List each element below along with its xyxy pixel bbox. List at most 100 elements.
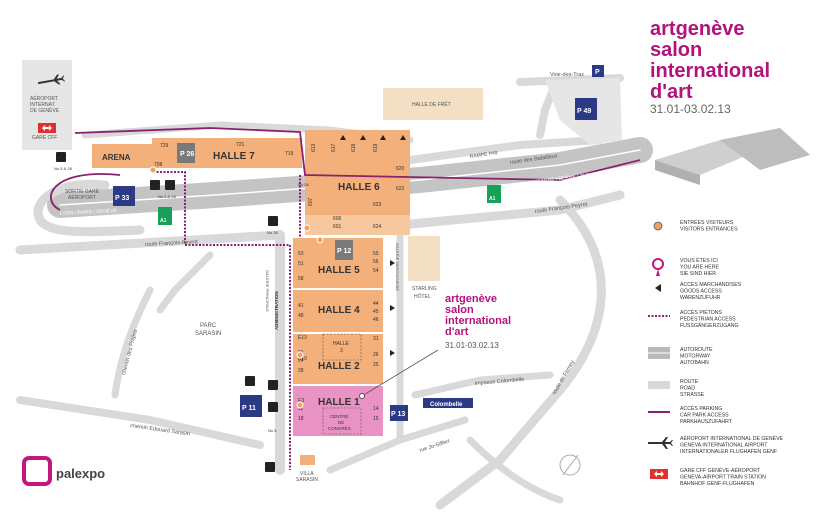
callout-line-2: salon — [445, 304, 474, 316]
bus-labels: No 5 & 28 No 5 & 28 No 28 No 28 No 5 — [54, 166, 309, 433]
goods-access-triangle-icon — [655, 284, 661, 292]
entrance-dot-icon — [303, 224, 311, 232]
legend-text: ROUTE — [680, 379, 699, 385]
entry-number: 729 — [160, 143, 169, 149]
parc-label-1: PARC — [200, 323, 217, 329]
legend-text: INTERNATIONALER FLUGHAFEN GENF — [680, 449, 777, 455]
entry-number: 31 — [373, 336, 379, 342]
halle-4-label: HALLE 4 — [318, 305, 360, 316]
entry-number: 620 — [396, 166, 405, 172]
p26-label: P 26 — [180, 151, 194, 158]
p13-label: P 13 — [391, 411, 405, 418]
legend-text: ENTRÉES VISITEURS — [680, 219, 734, 226]
callout-pointer-line — [361, 349, 439, 397]
sbb-train-icon — [42, 125, 52, 131]
parking-access-loop — [50, 173, 121, 211]
parc-label-2: SARASIN — [195, 331, 221, 337]
entry-number: E3 — [298, 398, 304, 404]
entry-number: 624 — [373, 224, 382, 230]
entry-number: 25 — [373, 362, 379, 368]
airport-label-3: DE GENÈVE — [30, 107, 60, 114]
halle-6-label: HALLE 6 — [338, 182, 380, 193]
airplane-icon — [648, 437, 673, 449]
motorway-swatch-icon — [648, 347, 670, 359]
a1-sign-left — [158, 207, 172, 225]
callout-line-3: international — [445, 315, 511, 327]
callout-dates: 31.01-03.02.13 — [445, 341, 499, 350]
title-line-1: artgenève — [650, 18, 745, 40]
halle-1-label: HALLE 1 — [318, 397, 360, 408]
road-sarasin — [16, 396, 264, 449]
legend-text: STRASSE — [680, 392, 705, 398]
legend-text: VISITORS ENTRANCES — [680, 227, 738, 233]
p12-label: P 12 — [337, 248, 351, 255]
colombelle-label: Colombelle — [430, 402, 463, 408]
impasse-label: impasse Colombelle — [475, 377, 525, 387]
halle-2-label: HALLE 2 — [318, 361, 360, 372]
starling-label-2: HÔTEL — [414, 293, 431, 300]
entry-number: 55 — [373, 251, 379, 257]
exhibition-halls — [92, 130, 410, 436]
entry-number: 44 — [373, 301, 379, 307]
legend-text: GARE CFF GENÈVE-AÉROPORT — [680, 467, 761, 474]
entry-number: 54 — [373, 268, 379, 274]
halle-6-block — [305, 130, 410, 215]
entry-number: 721 — [236, 142, 245, 148]
legend-text: PARKHAUSZUFAHRT — [680, 419, 733, 425]
legend-text: GOODS ACCESS — [680, 289, 722, 295]
a1-label-right: A1 — [489, 196, 496, 202]
centre-label-2: DE — [338, 420, 344, 425]
car-icon — [265, 462, 275, 472]
bus-label: No 5 — [268, 428, 277, 433]
title-line-4: d'art — [650, 81, 693, 103]
minimap-congres — [720, 128, 810, 170]
entry-number: 601 — [333, 224, 342, 230]
taxi-icon — [268, 380, 278, 390]
entry-number: 708 — [154, 162, 163, 168]
galerie-marchandise-label: GALERIE MARCHANDISE — [395, 243, 400, 291]
legend-text: VOUS ÊTES ICI — [680, 256, 718, 264]
entry-number: 46 — [373, 317, 379, 323]
goods-access-triangle-icon — [380, 135, 386, 140]
entry-number: 15 — [373, 416, 379, 422]
administration-label: ADMINISTRATION — [274, 291, 279, 330]
goods-access-triangle-icon — [390, 305, 395, 311]
road-batailleux — [406, 136, 604, 164]
sbb-train-icon — [650, 469, 668, 479]
you-are-here-pin-icon — [652, 258, 664, 276]
entry-number: 623 — [373, 202, 382, 208]
halle-3-label-1: HALLE — [333, 341, 350, 347]
map-icons — [38, 74, 581, 476]
villa-label-1: VILLA — [300, 471, 314, 477]
callout-line-1: artgenève — [445, 293, 497, 305]
a1-label-left: A1 — [160, 218, 167, 224]
centre-de-congres-box — [322, 407, 362, 435]
p12-sign — [335, 240, 353, 260]
airport-terminal — [22, 60, 72, 150]
entry-number: 618 — [351, 143, 357, 152]
bus-label: No 5 & 28 — [158, 194, 177, 199]
entry-number: 606 — [333, 216, 342, 222]
legend-text: YOU ARE HERE — [680, 265, 719, 271]
entry-number: 26 — [373, 352, 379, 358]
callout-line-4: d'art — [445, 326, 469, 338]
airplane-icon — [38, 74, 66, 85]
legend-text: WARENZUFUHR — [680, 295, 721, 301]
legend-text: AUTOROUTE — [680, 347, 713, 353]
voie-traz-label: Voie-des-Traz — [550, 72, 584, 78]
airport-label-1: AÉROPORT — [30, 95, 58, 102]
entry-number: 719 — [285, 151, 294, 157]
minimap-halls-side — [655, 160, 700, 185]
entry-number: E13 — [298, 335, 307, 341]
entrance-dot-icon — [296, 351, 304, 359]
legend-text: ACCÈS MARCHANDISES — [680, 281, 742, 288]
goods-access-triangle-icon — [360, 135, 366, 140]
centre-label-3: CONGRÈS — [328, 425, 351, 431]
p26-sign — [177, 143, 195, 163]
halle-4-block — [293, 290, 383, 332]
entrance-dot-icon — [296, 401, 304, 409]
road-ferney — [435, 195, 606, 510]
entry-number: 619 — [373, 143, 379, 152]
